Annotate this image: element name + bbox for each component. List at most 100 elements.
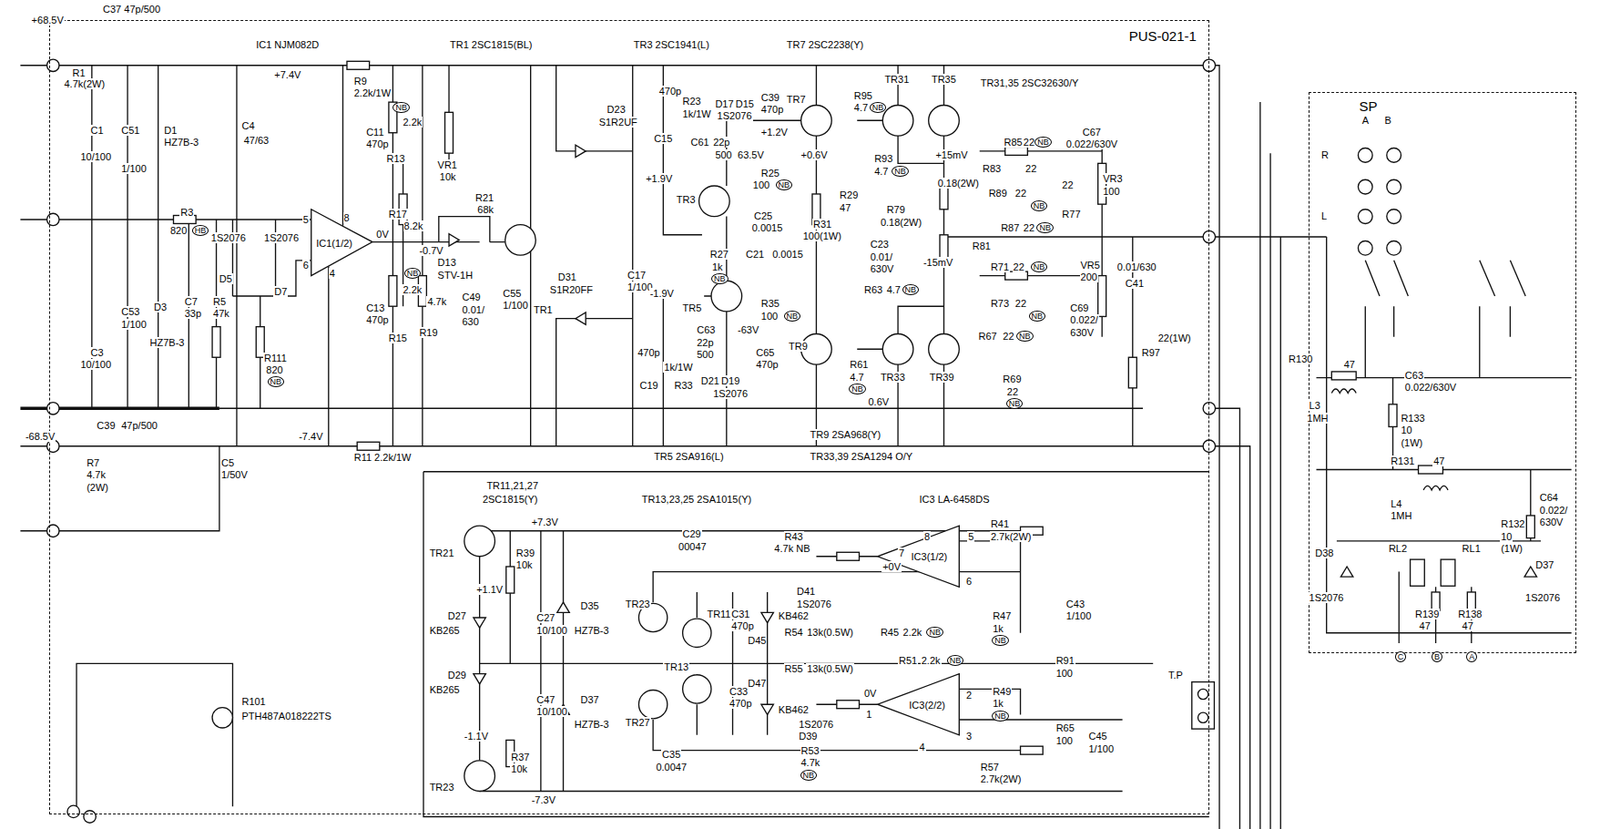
part-label: 22 (1022, 136, 1036, 148)
part-label: 630V (869, 263, 896, 275)
part-label: C23 (869, 238, 890, 250)
part-label: 4 (917, 741, 926, 753)
part-label: 0.022/ (1538, 504, 1570, 516)
part-label: R23 (682, 95, 703, 107)
part-label: 0.0015 (751, 222, 785, 234)
part-label: D38 (1314, 547, 1335, 559)
part-label: 00047 (677, 540, 708, 552)
part-label: R133 (1399, 412, 1426, 424)
part-label: R49 (991, 685, 1012, 697)
part-label: VR1 (437, 159, 459, 171)
part-label: RL1 (1461, 542, 1482, 554)
part-label: 100 (1055, 734, 1074, 746)
part-label: 0.01/ (869, 251, 894, 263)
part-label: C31 (730, 608, 751, 620)
part-label: C4 (240, 120, 255, 132)
part-label: 1k/1W (662, 361, 693, 373)
part-label: 0.0047 (654, 761, 688, 773)
part-label: C51 (120, 124, 141, 136)
part-label: C55 (501, 287, 522, 299)
part-label: 630V (1069, 326, 1095, 338)
part-label: C3 (90, 346, 105, 358)
part-label: -1.1V (463, 730, 490, 742)
part-label: +15mV (934, 149, 969, 161)
part-label: 470p (365, 138, 389, 150)
part-label: 6 (965, 575, 973, 587)
part-label: 1k (711, 261, 724, 273)
component-symbols (47, 59, 1538, 823)
part-label: T.P (1167, 669, 1184, 681)
part-label: 47 (1461, 620, 1475, 632)
part-label: C19 (638, 379, 659, 391)
part-label: 1S2076 (712, 387, 749, 399)
part-label: 2.2k (902, 626, 924, 638)
part-label: C13 (365, 302, 386, 314)
part-label: L3 (1308, 399, 1322, 411)
part-label: 100 (1101, 185, 1121, 197)
part-label: 5 (302, 214, 310, 225)
part-label: -0.7V (417, 244, 444, 256)
part-label: 2.2k/1W (353, 87, 392, 99)
part-label: +68.5V (30, 14, 65, 26)
part-label: D41 (795, 585, 816, 597)
part-label: (1W) (1399, 437, 1424, 449)
part-label: C53 (120, 305, 141, 317)
part-label: R39 (515, 547, 536, 559)
part-label: 1/100 (1065, 610, 1093, 622)
part-label: 8 (343, 212, 351, 224)
part-label: 0.0015 (771, 248, 805, 260)
part-label: 100 (752, 179, 771, 191)
part-label: 1S2076 (1308, 591, 1346, 603)
part-label: 4.7 (873, 165, 889, 177)
part-label: R63 (863, 284, 884, 296)
part-label: 100 (760, 310, 779, 322)
part-label: 22(1W) (1157, 332, 1193, 344)
part-label: +1.1V (475, 583, 504, 595)
part-label: R65 (1055, 722, 1076, 734)
part-label: 0.18(2W) (937, 177, 980, 189)
part-label: R11 (353, 451, 373, 463)
circled-note: NB (775, 179, 794, 191)
part-label: R130 (1287, 353, 1314, 365)
part-label: D5 (218, 273, 234, 285)
part-label: R31 (812, 218, 833, 230)
part-label: R54 (784, 626, 805, 638)
part-label: C21 (744, 248, 765, 260)
part-label: D7 (273, 285, 288, 297)
part-label: TR5 (682, 302, 704, 314)
part-label: 22p (712, 136, 731, 148)
part-label: R87 (999, 222, 1020, 234)
part-label: KB265 (428, 624, 461, 636)
part-label: 2 (965, 689, 973, 701)
part-label: TR23 (428, 781, 456, 793)
part-label: +0.6V (800, 149, 829, 161)
part-label: +1.2V (760, 126, 789, 138)
part-label: 47 (1432, 455, 1446, 467)
part-label: C45 (1087, 730, 1108, 742)
part-label: 10 (1499, 530, 1513, 542)
circled-note: NB (1029, 310, 1047, 322)
part-label: D35 (579, 600, 600, 612)
part-label: R1 (71, 67, 86, 79)
part-label: R61 (848, 358, 869, 370)
part-label: 470p (658, 85, 683, 97)
part-label: R45 (879, 626, 900, 638)
part-label: C41 (1124, 277, 1145, 289)
part-label: D27 (447, 610, 468, 622)
part-label: R27 (709, 248, 730, 260)
part-label: 630 (460, 315, 479, 327)
part-label: KB462 (777, 703, 810, 715)
circled-note: NB (869, 101, 887, 113)
circled-note: NB (404, 267, 422, 279)
part-label: 470p (760, 103, 785, 115)
part-label: 0.01/630 (1116, 261, 1158, 273)
part-label: VR5 (1080, 259, 1101, 271)
part-label: R15 (387, 332, 408, 344)
part-label: TR7 2SC2238(Y) (785, 39, 865, 51)
part-label: D19 (720, 375, 741, 387)
part-label: TR31,35 2SC32630/Y (979, 77, 1081, 89)
part-label: R138 (1457, 608, 1483, 620)
part-label: C7 (183, 295, 199, 307)
part-label: 7 (897, 547, 906, 559)
part-label: 4.7 (886, 284, 902, 296)
